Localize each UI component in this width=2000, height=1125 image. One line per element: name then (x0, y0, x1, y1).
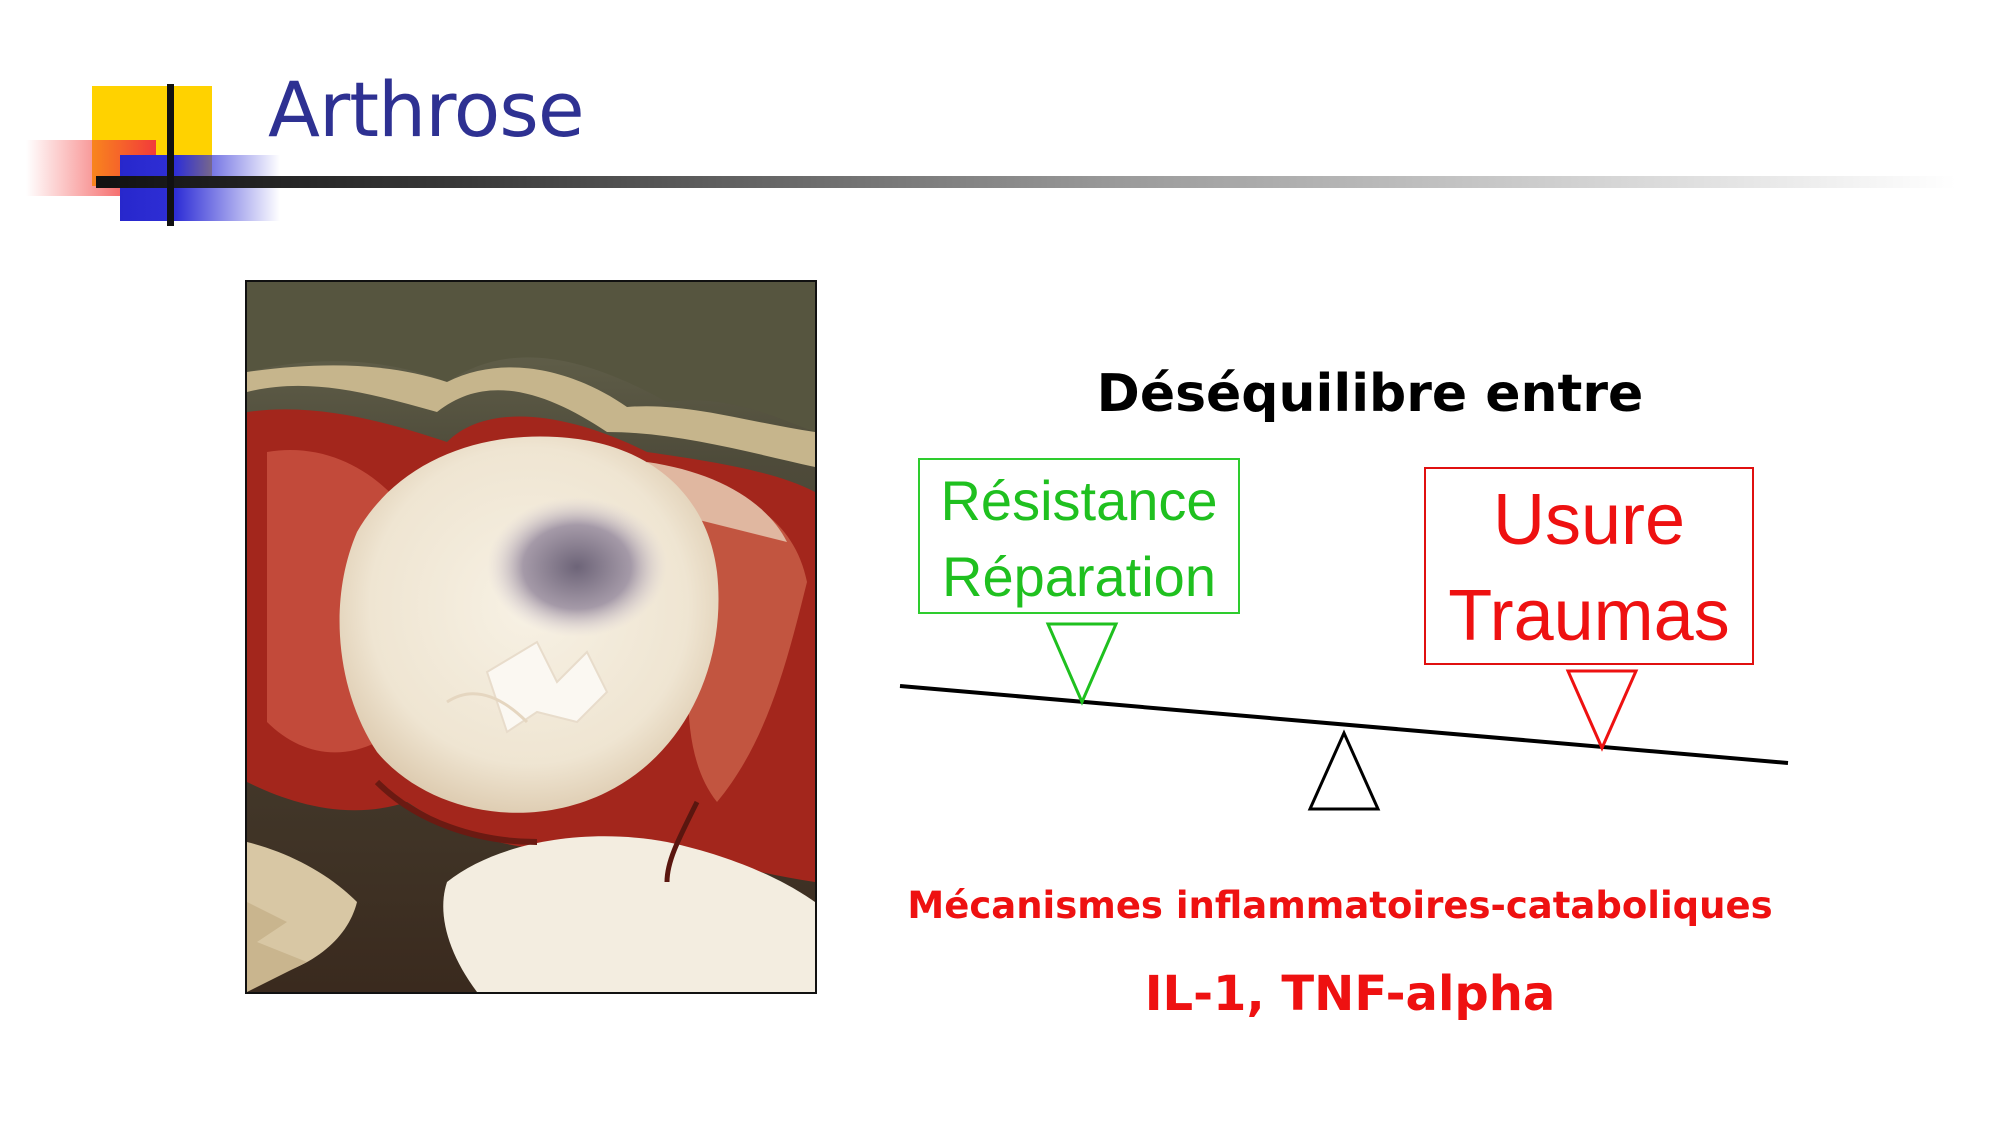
cartilage-photo (245, 280, 817, 994)
balance-beam (899, 684, 1789, 765)
resistance-repair-box: Résistance Réparation (918, 458, 1240, 614)
header-deco-vline (167, 84, 174, 226)
right-weight-triangle (1565, 669, 1639, 752)
mechanisms-text: Mécanismes inflammatoires-cataboliques (907, 884, 1773, 927)
left-weight-triangle (1045, 622, 1119, 706)
slide-title: Arthrose (268, 65, 585, 154)
cytokines-text: IL-1, TNF-alpha (1144, 966, 1556, 1022)
cartilage-photo-image (247, 282, 815, 992)
wear-trauma-box: Usure Traumas (1424, 467, 1754, 665)
resistance-label: Résistance (940, 469, 1218, 532)
subtitle: Déséquilibre entre (1096, 364, 1644, 424)
header-deco-blue (120, 155, 280, 221)
fulcrum-triangle (1307, 729, 1381, 811)
trauma-label: Traumas (1448, 576, 1730, 656)
repair-label: Réparation (942, 545, 1216, 608)
header-rule (96, 176, 1956, 188)
wear-label: Usure (1492, 480, 1686, 560)
